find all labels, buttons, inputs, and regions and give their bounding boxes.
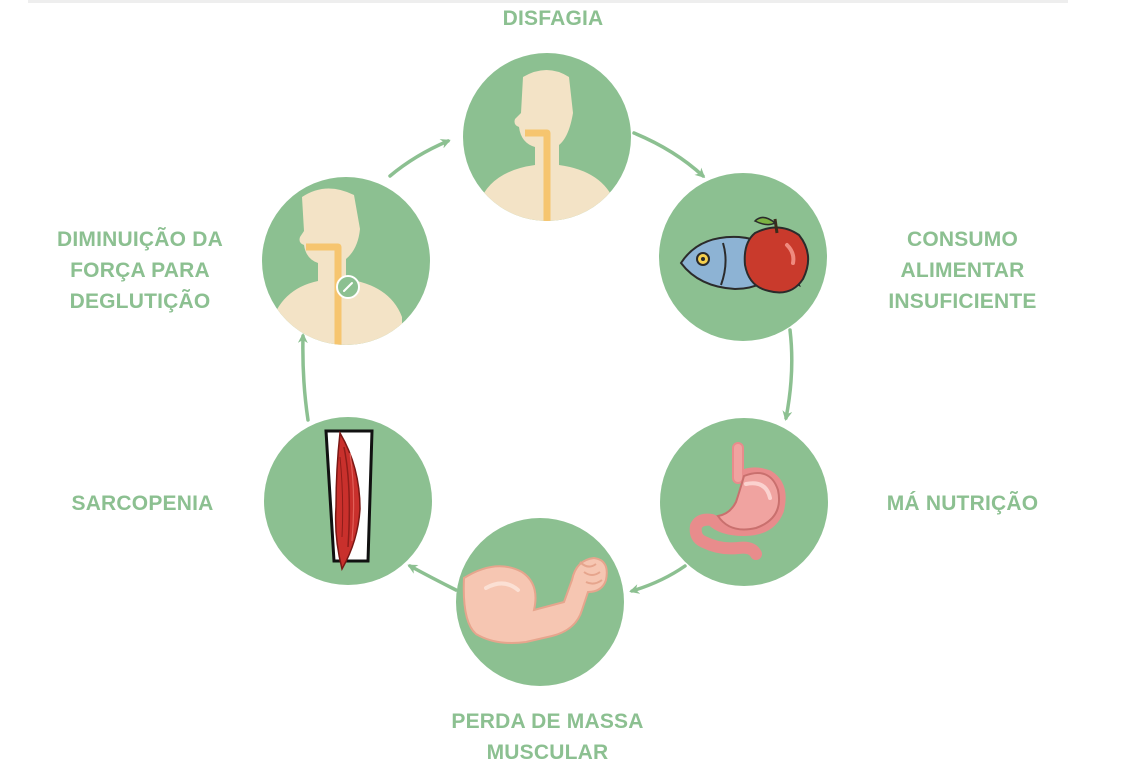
node-ma-nutricao <box>660 418 828 586</box>
label-diminuicao: DIMINUIÇÃO DA FORÇA PARA DEGLUTIÇÃO <box>57 228 223 313</box>
label-ma-nutricao: MÁ NUTRIÇÃO <box>886 492 1039 515</box>
stomach-icon <box>689 442 786 560</box>
node-disfagia <box>463 53 631 221</box>
arrow-sarcopenia-to-diminuicao <box>297 333 310 422</box>
label-consumo: CONSUMO ALIMENTAR INSUFICIENTE <box>888 228 1037 313</box>
throat-icon <box>479 70 615 221</box>
node-perda-massa <box>456 518 624 686</box>
muscle-icon <box>324 429 374 571</box>
node-consumo <box>659 173 827 341</box>
fish-apple-icon <box>679 216 810 294</box>
arrow-consumo-to-nutricao <box>782 328 794 421</box>
swallow-icon <box>270 188 402 345</box>
top-divider <box>28 0 1068 3</box>
arrow-disfagia-to-consumo <box>632 131 706 179</box>
arrow-nutricao-to-perda <box>629 564 687 594</box>
label-sarcopenia: SARCOPENIA <box>71 492 214 515</box>
arrow-perda-to-sarcopenia <box>407 564 458 592</box>
label-perda-massa: PERDA DE MASSA MUSCULAR <box>451 710 644 764</box>
arrow-diminuicao-to-disfagia <box>388 139 451 178</box>
label-disfagia: DISFAGIA <box>502 7 604 30</box>
node-sarcopenia <box>264 417 432 585</box>
node-diminuicao <box>262 177 430 345</box>
arm-icon <box>462 556 608 644</box>
